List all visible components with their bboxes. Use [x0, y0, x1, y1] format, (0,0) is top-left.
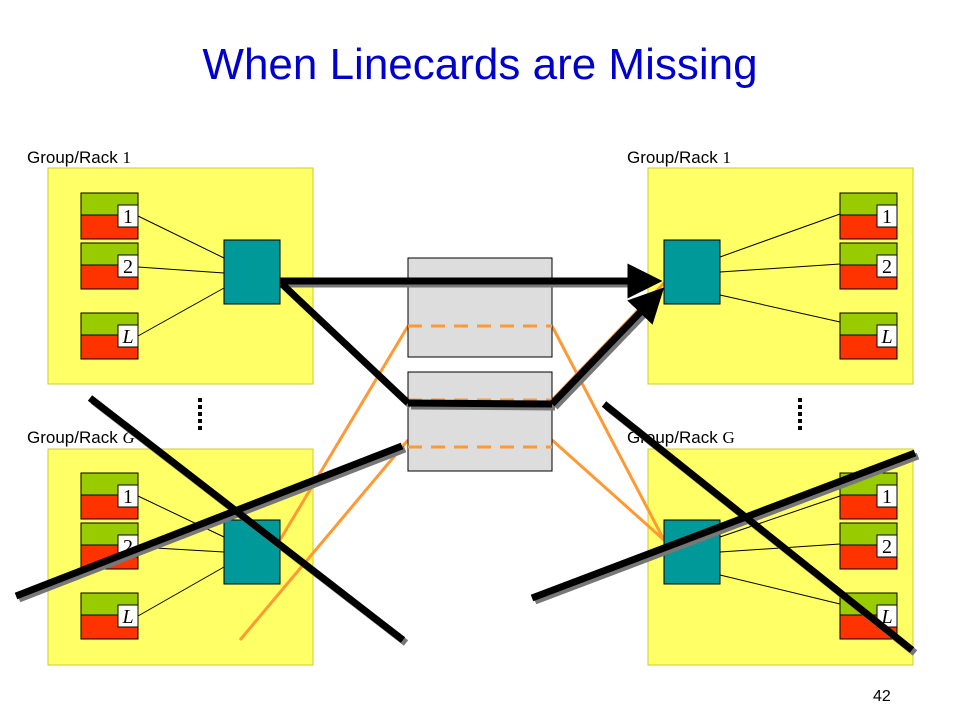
mesh-block-bottom [407, 371, 553, 472]
rack-internals-top-right: 1 2 L [663, 192, 898, 360]
linecard-label: L [121, 606, 133, 628]
routing-paths [279, 263, 665, 411]
linecard: 2 [839, 242, 898, 290]
switch-bottom-left [223, 519, 281, 585]
linecard-label: 2 [123, 536, 133, 558]
linecard-label: 2 [882, 536, 892, 558]
cross-out-bottom-left [14, 395, 409, 646]
rack-label-number: 1 [722, 148, 731, 167]
path-through-mesh [279, 281, 411, 406]
linecard-label: 1 [882, 486, 892, 508]
rack-label-top-right: Group/Rack 1 [627, 148, 731, 168]
rack-label-bottom-left: Group/Rack G [27, 428, 135, 448]
rack-label-number: 1 [122, 148, 131, 167]
linecard-label: 1 [123, 486, 133, 508]
rack-label-prefix: Group/Rack [627, 148, 723, 167]
linecard: L [80, 312, 139, 360]
mesh-block-top [407, 257, 553, 358]
rack-internals-top-left: 1 2 L [80, 192, 281, 360]
ellipsis-left [198, 398, 202, 430]
cross-out-bottom-right [530, 401, 920, 656]
rack-label-number: G [722, 428, 735, 447]
rack-label-top-left: Group/Rack 1 [27, 148, 131, 168]
rack-label-prefix: Group/Rack [27, 148, 123, 167]
central-mesh [407, 257, 553, 472]
linecard: 1 [80, 192, 139, 240]
linecard: 2 [80, 242, 139, 290]
switch-top-left [223, 239, 281, 305]
linecard-label: L [880, 326, 892, 348]
linecard: 2 [839, 522, 898, 570]
ellipsis-right [798, 398, 802, 430]
linecard: L [839, 312, 898, 360]
linecard: L [80, 592, 139, 640]
linecard-label: 2 [882, 256, 892, 278]
linecard-label: 1 [123, 206, 133, 228]
path-through-mesh [407, 399, 553, 408]
linecard-label: L [121, 326, 133, 348]
mesh-links [238, 281, 666, 641]
linecard: 1 [80, 472, 139, 520]
path-through-mesh-arrow [549, 287, 665, 407]
linecard: 1 [839, 192, 898, 240]
switch-top-right [663, 239, 721, 305]
linecard-label: 2 [123, 256, 133, 278]
linecard-label: L [880, 606, 892, 628]
slide-title: When Linecards are Missing [202, 40, 758, 89]
linecard-label: 1 [882, 206, 892, 228]
page-number: 42 [873, 688, 891, 705]
rack-label-prefix: Group/Rack [27, 428, 123, 447]
